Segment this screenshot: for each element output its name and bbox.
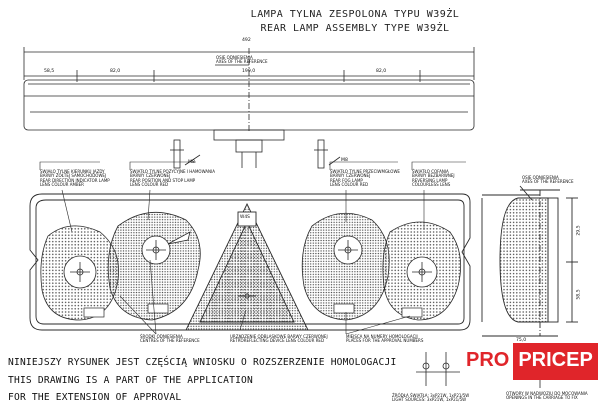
note-line-3: FOR THE EXTENSION OF APPROVAL: [8, 392, 182, 403]
dim-side-height: 58,5: [576, 289, 582, 300]
triangle-mark: W4S: [240, 215, 250, 220]
bolt-right: [317, 139, 325, 169]
side-view: [481, 185, 578, 337]
lamp-stop: [107, 211, 201, 321]
housing-inner: [35, 199, 465, 325]
brand-pricep: PRICEP: [513, 343, 598, 380]
dim-side-width: 75,0: [516, 338, 527, 343]
lamp-fog: [301, 212, 390, 321]
title-english: REAR LAMP ASSEMBLY TYPE W39ŻL: [260, 23, 450, 34]
rear-mount-block: [213, 129, 285, 141]
dim-overall: 492: [242, 38, 251, 43]
dim-2: 82,0: [110, 69, 121, 74]
lamp-reverse: [382, 221, 462, 321]
brand-logo: PRO PRICEP: [462, 343, 598, 380]
dim-3: 199,0: [242, 69, 256, 74]
dim-side-upper: 29,5: [576, 225, 582, 236]
dim-4: 82,0: [376, 69, 387, 74]
connector: [235, 139, 263, 153]
approval-boxes: [83, 303, 423, 318]
bolt-left: [173, 139, 181, 169]
title-polish: LAMPA TYLNA ZESPOLONA TYPU W39ŻL: [250, 9, 460, 20]
lamp-indicator: [40, 225, 119, 321]
reflector-triangle: [185, 202, 309, 331]
dim-1: 58,5: [44, 69, 55, 74]
bolt-right-label: M8: [341, 158, 348, 163]
housing-outline: [29, 193, 471, 331]
brand-pro: PRO: [462, 343, 514, 380]
bolt-left-label: M8: [188, 160, 195, 165]
note-line-1: NINIEJSZY RYSUNEK JEST CZĘŚCIĄ WNIOSKU O…: [8, 357, 397, 368]
note-line-2: THIS DRAWING IS A PART OF THE APPLICATIO…: [8, 375, 254, 386]
front-view: [29, 193, 471, 331]
top-view: [23, 47, 475, 169]
leader-lines: [39, 161, 466, 335]
